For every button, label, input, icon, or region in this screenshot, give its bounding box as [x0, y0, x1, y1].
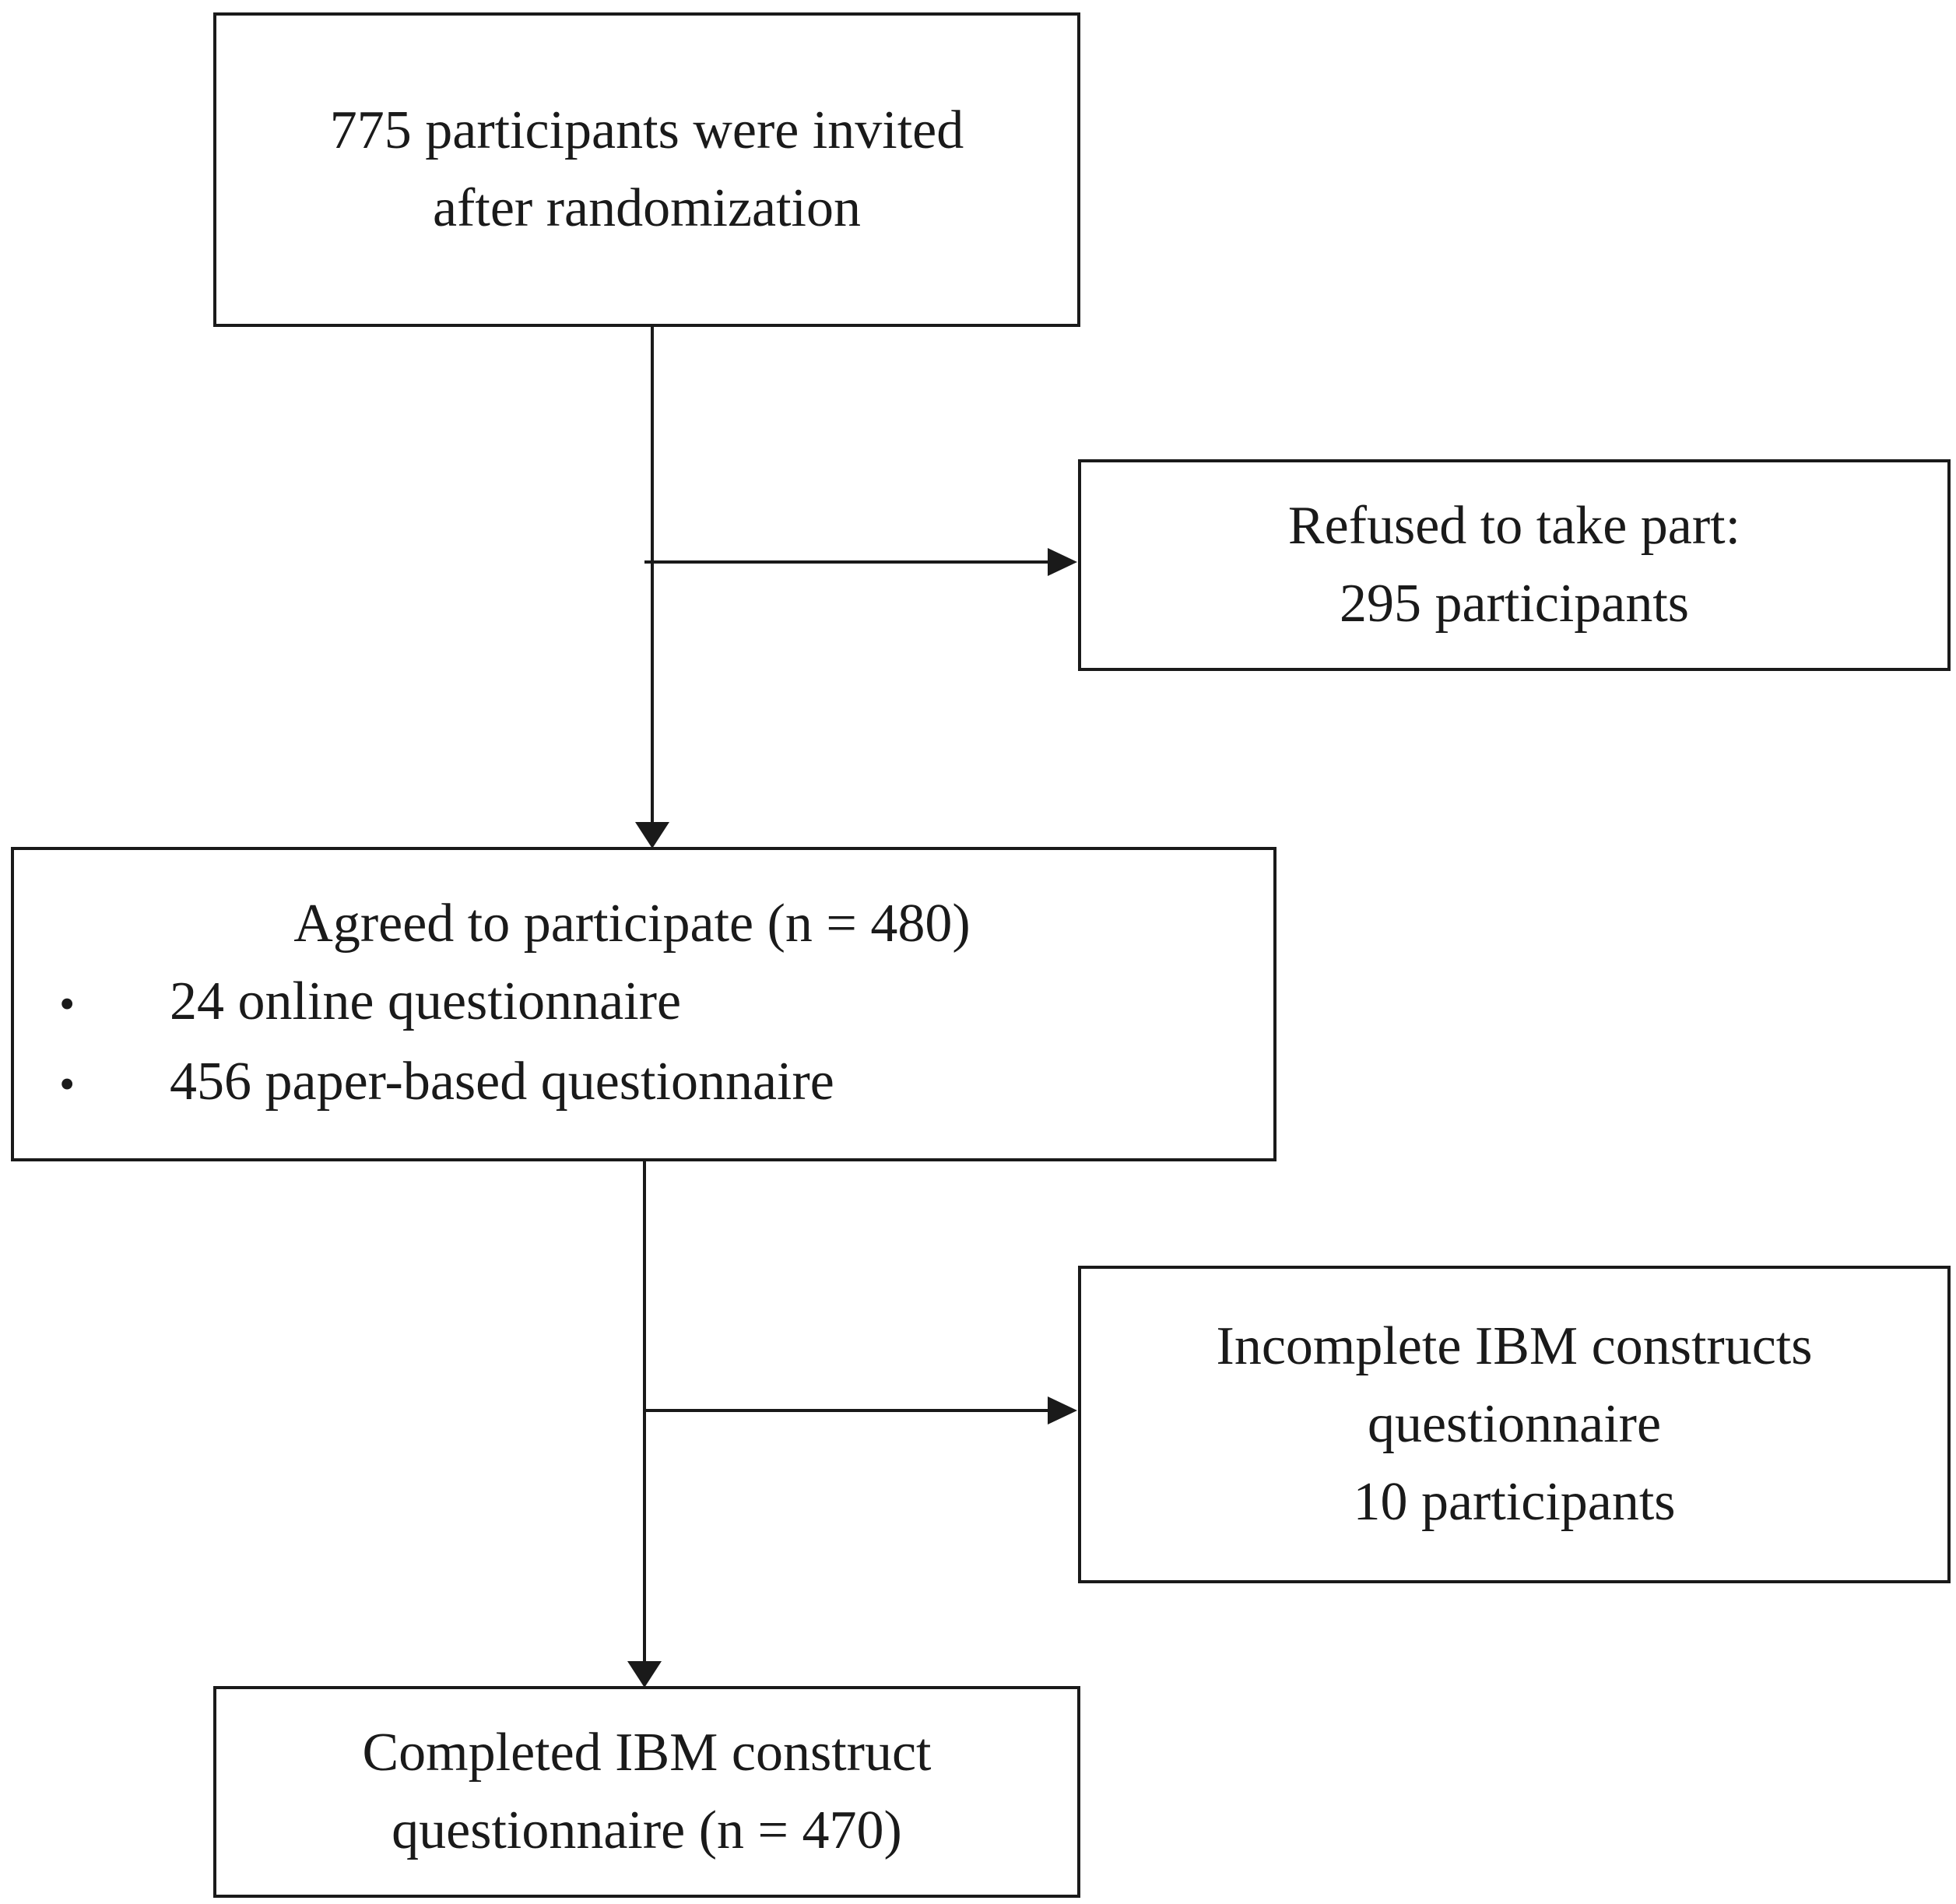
refused-text: Refused to take part: 295 participants: [1081, 487, 1947, 643]
incomplete-line-3: 10 participants: [1353, 1472, 1676, 1532]
agreed-item-online: 24 online questionnaire: [170, 971, 682, 1031]
incomplete-text: Incomplete IBM constructs questionnaire …: [1081, 1308, 1947, 1541]
arrowhead-right-refused: [1048, 548, 1077, 576]
agreed-box: Agreed to participate (n = 480) • 24 onl…: [11, 847, 1276, 1161]
list-item: • 24 online questionnaire: [14, 963, 1273, 1043]
incomplete-line-1: Incomplete IBM constructs: [1216, 1316, 1813, 1376]
incomplete-line-2: questionnaire: [1367, 1394, 1662, 1454]
arrowhead-down-agreed: [635, 822, 669, 848]
list-item: • 456 paper-based questionnaire: [14, 1043, 1273, 1123]
refused-line-2: 295 participants: [1339, 574, 1690, 634]
agreed-bullet-list: • 24 online questionnaire • 456 paper-ba…: [14, 963, 1273, 1123]
completed-text: Completed IBM construct questionnaire (n…: [216, 1714, 1077, 1870]
incomplete-box: Incomplete IBM constructs questionnaire …: [1078, 1266, 1951, 1583]
bullet-icon: •: [59, 1059, 76, 1109]
invited-line-1: 775 participants were invited: [329, 100, 964, 160]
completed-box: Completed IBM construct questionnaire (n…: [213, 1686, 1080, 1898]
bullet-icon: •: [59, 978, 76, 1029]
agreed-item-paper: 456 paper-based questionnaire: [170, 1052, 834, 1112]
arrowhead-right-incomplete: [1048, 1396, 1077, 1424]
invited-box: 775 participants were invited after rand…: [213, 12, 1080, 327]
refused-box: Refused to take part: 295 participants: [1078, 459, 1951, 671]
invited-text: 775 participants were invited after rand…: [216, 92, 1077, 248]
refused-line-1: Refused to take part:: [1287, 496, 1741, 556]
completed-line-1: Completed IBM construct: [362, 1723, 932, 1783]
agreed-heading: Agreed to participate (n = 480): [293, 894, 971, 954]
invited-line-2: after randomization: [432, 178, 862, 238]
arrowhead-down-completed: [627, 1661, 662, 1688]
completed-line-2: questionnaire (n = 470): [392, 1800, 902, 1860]
